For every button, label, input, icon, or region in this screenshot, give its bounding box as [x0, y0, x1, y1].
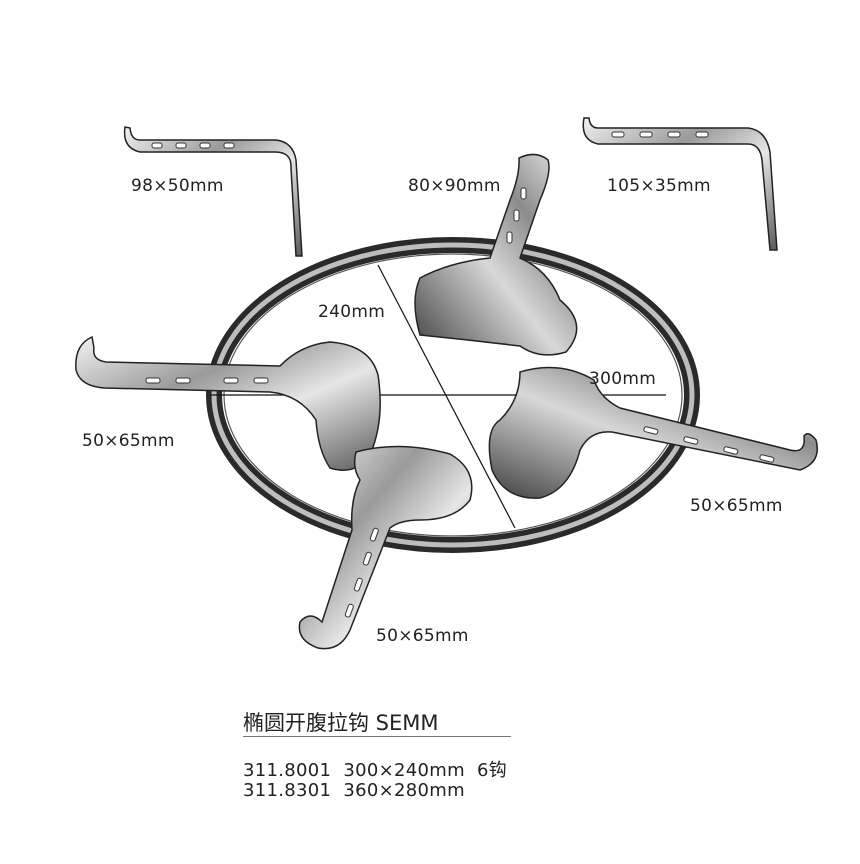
blade-top-center	[414, 153, 578, 356]
label-blade-right: 50×65mm	[690, 496, 783, 516]
spec-code: 311.8301	[243, 780, 332, 801]
spec-size: 360×280mm	[343, 780, 465, 801]
blade-bottom	[298, 445, 473, 650]
label-hook-top-left: 98×50mm	[131, 176, 224, 196]
label-frame-width: 300mm	[589, 369, 657, 389]
label-blade-left: 50×65mm	[82, 431, 175, 451]
product-title: 椭圆开腹拉钩 SEMM	[243, 711, 439, 735]
label-hook-top-center: 80×90mm	[408, 176, 501, 196]
spec-row: 311.8301 360×280mm	[243, 780, 471, 801]
label-blade-bottom: 50×65mm	[376, 626, 469, 646]
spec-row: 311.8001 300×240mm 6钩	[243, 756, 507, 782]
depth-dimension-line	[377, 264, 516, 529]
title-divider	[243, 736, 511, 737]
hook-top-right	[582, 117, 778, 251]
spec-code: 311.8001	[243, 760, 332, 781]
spec-size: 300×240mm	[343, 760, 465, 781]
blade-right	[488, 366, 818, 499]
hook-top-left	[123, 126, 303, 257]
label-hook-top-right: 105×35mm	[607, 176, 711, 196]
label-frame-depth: 240mm	[318, 302, 386, 322]
spec-note: 6钩	[476, 760, 508, 781]
